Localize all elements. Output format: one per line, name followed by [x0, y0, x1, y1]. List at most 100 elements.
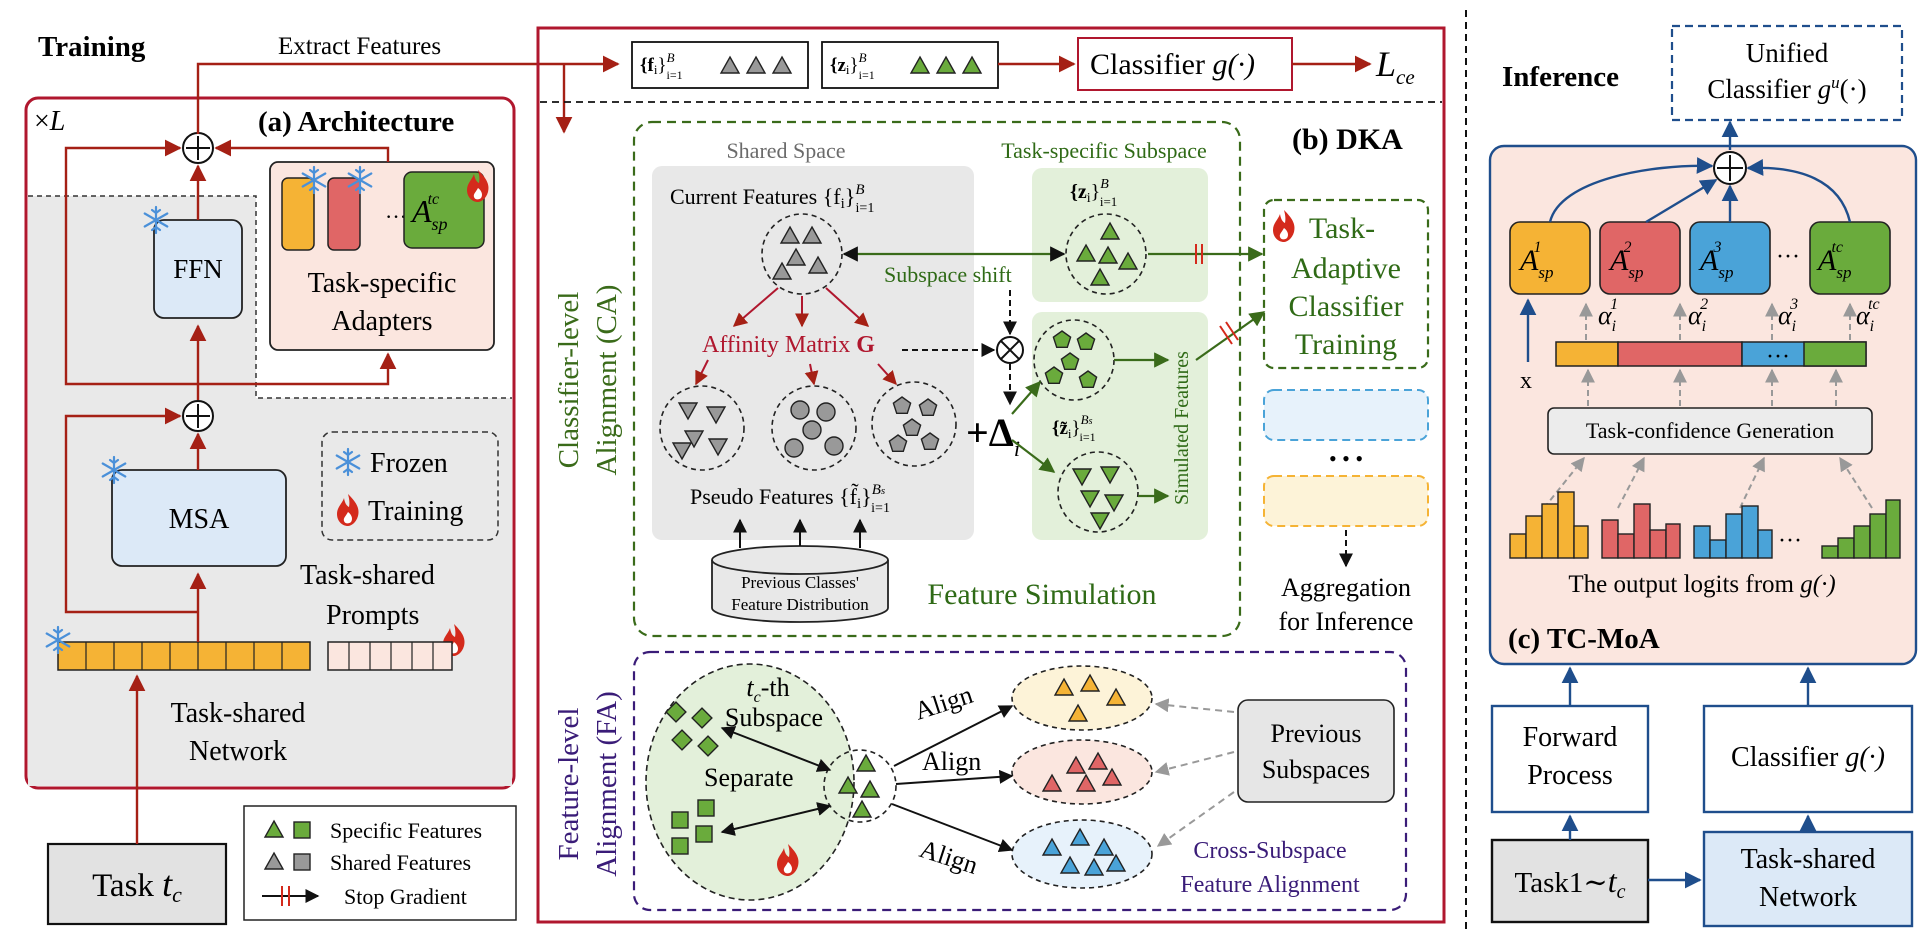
affinity-matrix-label: Affinity Matrix G [702, 332, 875, 358]
previous-subspace-arrows [1154, 698, 1235, 847]
cross-subspace-label-1: Cross-Subspace [1193, 838, 1346, 864]
logits-histogram-red [1601, 503, 1681, 559]
task-confidence-box [1547, 407, 1873, 455]
z-cluster [1065, 213, 1147, 295]
prev-subspace-orange [1011, 665, 1153, 731]
inference-classifier-box [1702, 704, 1914, 814]
green-triangle-icon [860, 780, 880, 798]
previous-subspaces-box [1237, 699, 1395, 803]
ca-label-1: Classifier-level [553, 292, 585, 469]
training-section: Training Extract Features ×L (a) Archite… [24, 31, 620, 926]
alpha-3: αi3 [1778, 296, 1798, 335]
cross-subspace-label-2: Feature Alignment [1180, 872, 1360, 898]
inference-adapter-2 [1599, 221, 1681, 295]
inference-adapter-1-label: Asp1 [1518, 239, 1553, 282]
previous-distribution-cylinder [711, 545, 889, 623]
adapter-to-plus-arrows [1548, 157, 1852, 224]
inference-section: Inference Unified Classifier gu(·) (c) T… [1488, 24, 1918, 928]
ffn-label: FFN [173, 254, 223, 284]
adapter-orange [281, 177, 315, 251]
separate-arrows [720, 726, 832, 836]
logits-histogram-orange [1509, 491, 1589, 559]
histogram-dots: ··· [1778, 528, 1802, 554]
network-label-1: Task-shared [171, 698, 306, 729]
adapter-red [327, 177, 361, 251]
alpha-2: αi2 [1688, 296, 1708, 335]
tac-label-2: Adaptive [1291, 252, 1401, 285]
inference-task-label: Task1∼tc [1515, 863, 1626, 903]
plus-circle-icon [1713, 151, 1747, 185]
architecture-arrows [64, 55, 620, 844]
gray-circle-icon [784, 438, 804, 458]
inference-classifier-label: Classifier g(·) [1731, 742, 1885, 773]
cylinder-arrows [733, 518, 867, 548]
tac-placeholder-yellow [1263, 475, 1429, 527]
panel-a-title: (a) Architecture [258, 106, 454, 138]
pseudo-cluster-3 [871, 381, 957, 467]
prev-distribution-label-1: Previous Classes' [741, 573, 859, 592]
legend-stop-gradient-label: Stop Gradient [344, 884, 467, 909]
align-label-1: Align [911, 680, 976, 726]
gray-circle-icon [816, 402, 836, 422]
task-confidence-label: Task-confidence Generation [1586, 418, 1834, 443]
inference-network-box [1702, 830, 1914, 928]
aggregation-label-2: for Inference [1279, 607, 1414, 636]
tac-label-1: Task- [1309, 212, 1375, 245]
fa-frame [632, 650, 1408, 912]
align-arrows [891, 705, 1014, 853]
legend-specific-label: Specific Features [330, 818, 482, 843]
previous-subspaces-label-2: Subspaces [1262, 755, 1370, 784]
feature-simulation-label: Feature Simulation [927, 578, 1156, 611]
aggregation-label-1: Aggregation [1281, 573, 1411, 602]
prev-subspace-blue [1011, 819, 1153, 889]
green-square-icon [293, 821, 311, 839]
inference-network-label-2: Network [1759, 882, 1857, 913]
classifier-top-label: Classifier g(·) [1090, 48, 1255, 81]
architecture-frame [24, 96, 516, 790]
alpha-tc: αitc [1856, 296, 1880, 335]
weight-bar-dots: ··· [1766, 344, 1790, 370]
shared-space-label: Shared Space [726, 138, 845, 163]
forward-process-label-1: Forward [1523, 722, 1618, 753]
inference-adapter-2-label: Asp2 [1608, 239, 1643, 282]
plus-circle-icon [182, 400, 214, 432]
green-square-icon [671, 811, 689, 829]
unified-classifier-box [1670, 24, 1904, 122]
unified-classifier-label-1: Unified [1746, 38, 1829, 68]
green-triangle-icon [856, 754, 876, 772]
tac-label-3: Classifier [1289, 290, 1404, 323]
gray-circle-icon [790, 400, 810, 420]
align-label-3: Align [916, 834, 981, 880]
logits-caption: The output logits from g(·) [1568, 571, 1835, 598]
loss-label: Lce [1375, 44, 1415, 89]
pseudo-cluster-2 [771, 385, 857, 471]
inference-flow-arrows [1561, 666, 1817, 889]
align-label-2: Align [922, 747, 981, 776]
gray-circle-icon [802, 420, 822, 440]
task-subspace-label: Task-specific Subspace [1001, 138, 1207, 163]
legend-frozen-training [321, 431, 499, 541]
specific-feature-cluster [823, 749, 897, 823]
inference-title: Inference [1502, 61, 1619, 93]
frozen-token-strip [57, 641, 311, 671]
training-title: Training [38, 31, 146, 63]
legend-shared-label: Shared Features [330, 850, 471, 875]
stop-gradient-icon [1219, 321, 1239, 345]
tac-placeholder-blue [1263, 389, 1429, 441]
stop-gradient-icon [1195, 244, 1203, 264]
inference-task-box [1490, 838, 1650, 924]
network-label-2: Network [189, 736, 287, 767]
task-input-label: Task tc [92, 864, 182, 907]
fa-label-1: Feature-level [553, 708, 585, 861]
confidence-to-bar-arrows [1543, 368, 1873, 509]
green-triangle-icon [852, 800, 872, 818]
adapter-dots: ··· [385, 204, 407, 229]
prompt-token-strip [327, 641, 453, 671]
panel-c-title: (c) TC-MoA [1508, 623, 1660, 655]
delta-arrows [1011, 246, 1266, 504]
